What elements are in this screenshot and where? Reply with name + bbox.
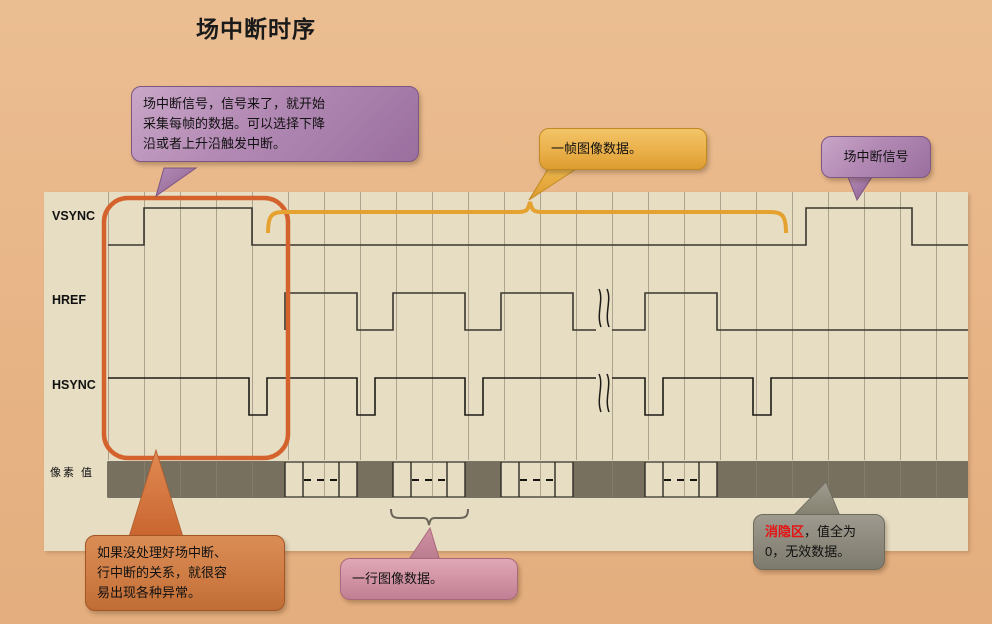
- blanking-rest-text: ，值全为 0，无效数据。: [765, 524, 857, 559]
- timing-plot-panel: [44, 192, 968, 551]
- signal-label-vsync: VSYNC: [52, 209, 96, 223]
- signal-label-hsync: HSYNC: [52, 378, 96, 392]
- callout-frame-data: 一帧图像数据。: [539, 128, 707, 170]
- blanking-keyword: 消隐区: [765, 524, 805, 539]
- signal-label-href: HREF: [52, 293, 87, 307]
- callout-vsync-signal: 场中断信号: [821, 136, 931, 178]
- callout-irq-warning: 如果没处理好场中断、 行中断的关系，就很容 易出现各种异常。: [85, 535, 285, 611]
- callout-blanking-region: 消隐区，值全为 0，无效数据。: [753, 514, 885, 570]
- page-title: 场中断时序: [196, 16, 316, 42]
- callout-line-data: 一行图像数据。: [340, 558, 518, 600]
- signal-label-pixel-value: 像素 值: [50, 467, 95, 479]
- callout-vsync-description: 场中断信号，信号来了，就开始 采集每帧的数据。可以选择下降 沿或者上升沿触发中断…: [131, 86, 419, 162]
